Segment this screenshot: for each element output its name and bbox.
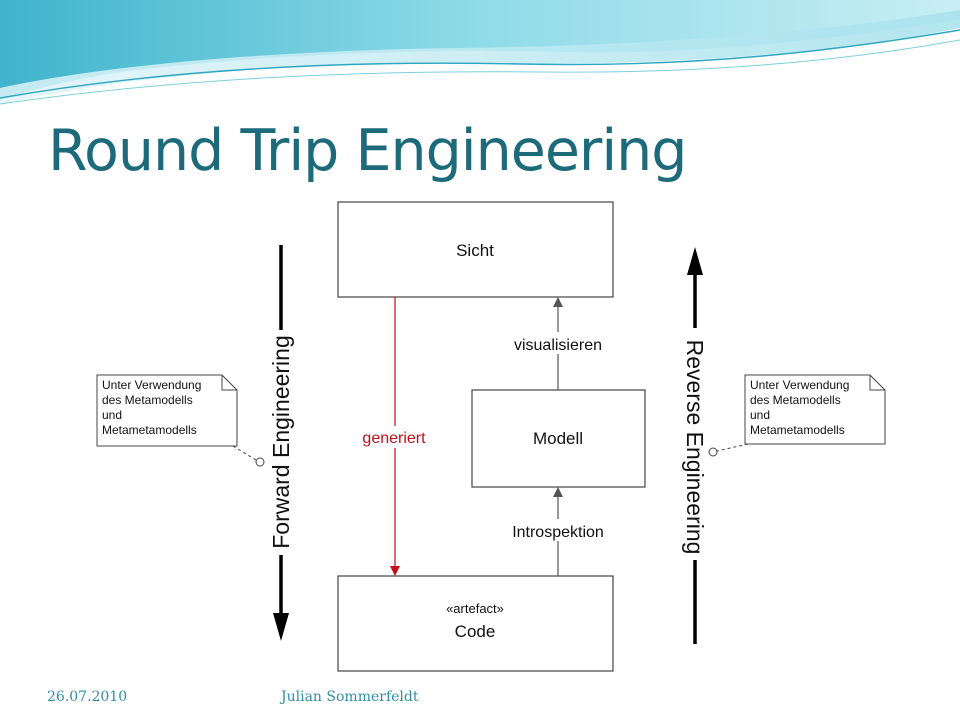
left-note-line-1: Unter Verwendung: [102, 378, 201, 392]
model-box: Modell: [471, 389, 646, 488]
footer-author: Julian Sommerfeldt: [281, 689, 419, 705]
forward-engineering-label: Forward Engineering: [268, 335, 294, 549]
slide-title: Round Trip Engineering: [48, 118, 687, 184]
right-note-line-3: und: [750, 408, 770, 422]
left-note: Unter Verwendung des Metamodells und Met…: [96, 374, 265, 467]
reverse-engineering-label: Reverse Engineering: [682, 340, 708, 555]
header-wave: [0, 0, 960, 105]
code-box: «artefact» Code: [337, 575, 614, 672]
left-note-line-2: des Metamodells: [102, 393, 193, 407]
reverse-engineering-arrow: Reverse Engineering: [682, 247, 708, 644]
model-label: Modell: [533, 429, 583, 448]
right-note: Unter Verwendung des Metamodells und Met…: [708, 374, 886, 457]
introspection-arrow: Introspektion: [498, 487, 618, 576]
generated-label: generiert: [362, 430, 426, 447]
footer-date: 26.07.2010: [47, 689, 128, 705]
forward-engineering-arrow: Forward Engineering: [268, 245, 294, 641]
introspection-label: Introspektion: [512, 524, 604, 541]
code-stereotype: «artefact»: [446, 601, 504, 616]
code-label: Code: [455, 622, 496, 641]
right-note-line-1: Unter Verwendung: [750, 378, 849, 392]
generated-arrow: generiert: [352, 297, 436, 576]
visualize-arrow: visualisieren: [500, 297, 616, 390]
right-note-line-2: des Metamodells: [750, 393, 841, 407]
right-note-line-4: Metametamodells: [750, 423, 845, 437]
view-label: Sicht: [456, 241, 494, 260]
left-note-line-4: Metametamodells: [102, 423, 197, 437]
left-note-line-3: und: [102, 408, 122, 422]
view-box: Sicht: [337, 201, 614, 298]
visualize-label: visualisieren: [514, 337, 602, 354]
